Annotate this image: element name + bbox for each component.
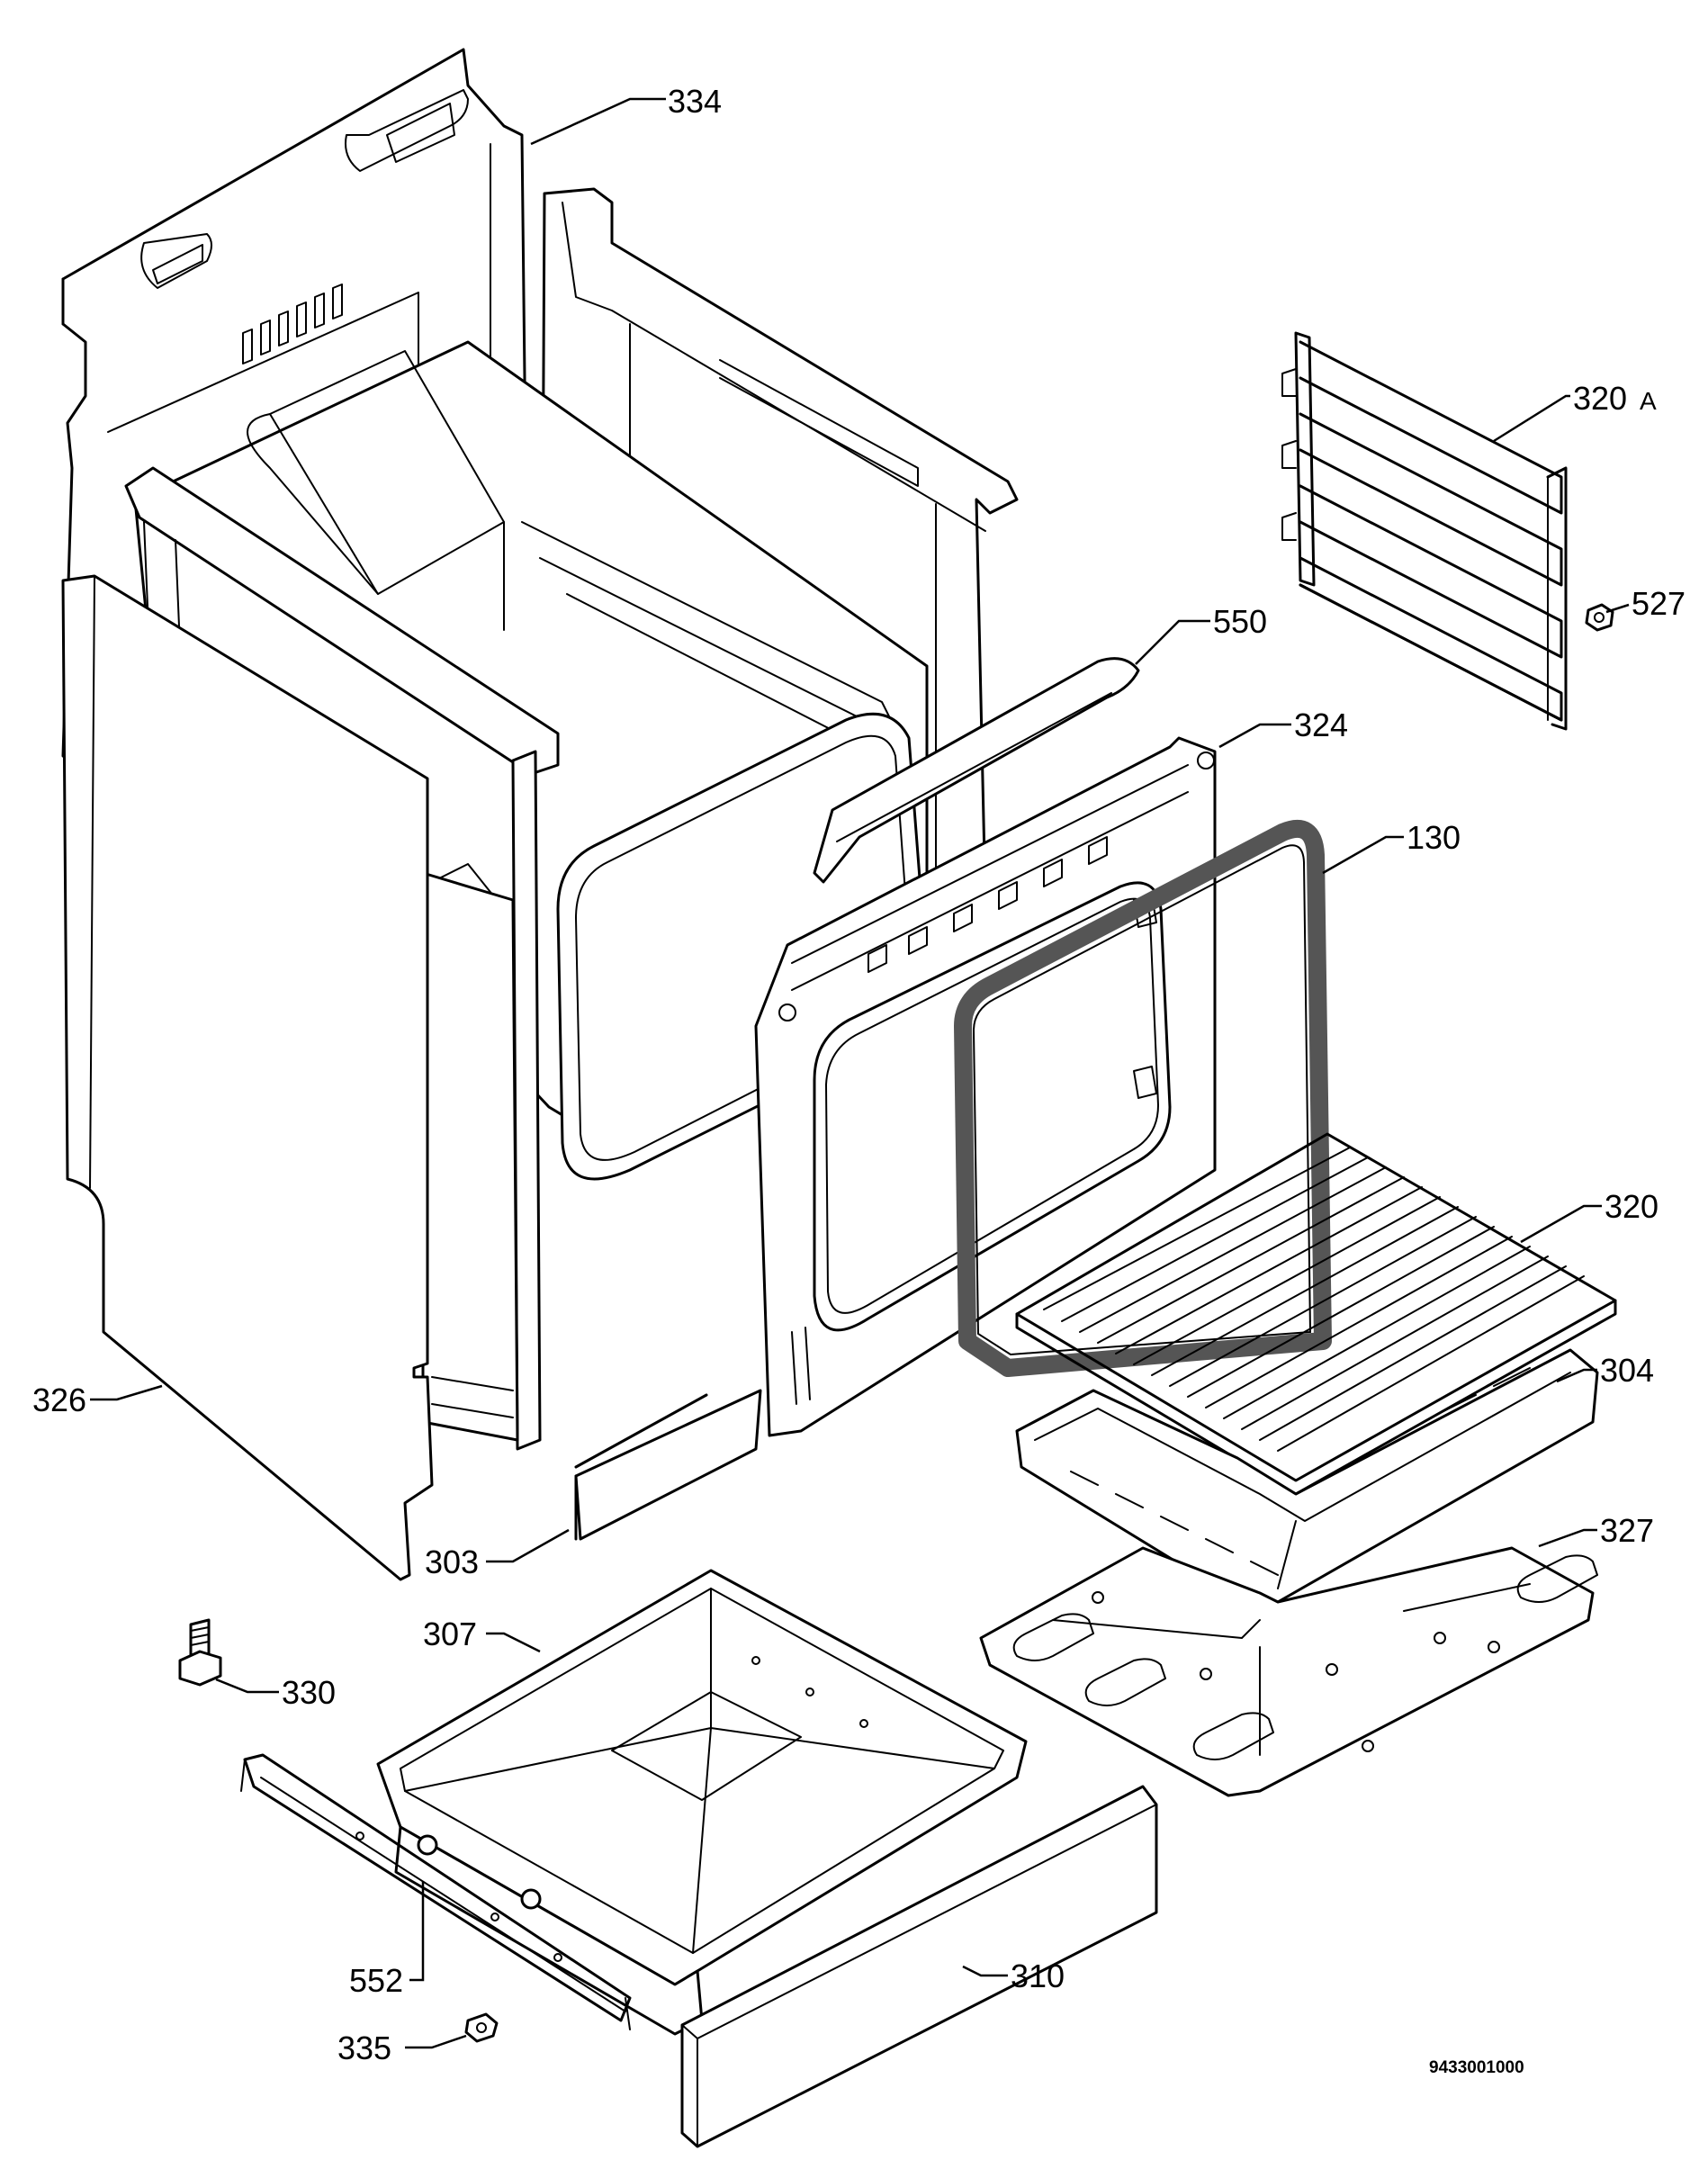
callout-310: 310 <box>1011 1958 1065 1994</box>
callout-307: 307 <box>423 1616 477 1652</box>
callout-326: 326 <box>32 1382 86 1418</box>
callout-320a: 320 <box>1573 380 1627 417</box>
drawer-runner-part <box>240 1753 632 2030</box>
callout-327: 327 <box>1600 1512 1654 1549</box>
callout-330: 330 <box>282 1674 336 1711</box>
leader-lines <box>90 97 1630 2049</box>
callout-130: 130 <box>1407 819 1461 856</box>
drawer-front-part <box>680 1785 1158 2148</box>
front-frame-part <box>754 736 1217 1437</box>
callout-324: 324 <box>1294 706 1348 743</box>
callout-334: 334 <box>668 83 722 120</box>
callout-550: 550 <box>1213 603 1267 640</box>
side-rack-part <box>1281 331 1568 731</box>
callout-320: 320 <box>1605 1188 1659 1225</box>
callout-320a-suffix: A <box>1640 387 1657 415</box>
callout-304: 304 <box>1600 1352 1654 1389</box>
side-panel-part <box>61 574 434 1581</box>
base-plate-part <box>979 1546 1598 1797</box>
deflector-part <box>813 657 1140 884</box>
callout-335: 335 <box>337 2030 391 2066</box>
callout-303: 303 <box>425 1544 479 1580</box>
nut-part-527 <box>1585 603 1614 632</box>
insulation-pad-part <box>574 1389 762 1541</box>
door-gasket-part <box>954 820 1332 1377</box>
document-number: 9433001000 <box>1429 2058 1524 2077</box>
callout-labels: 334 320 A 527 550 324 130 320 304 326 30… <box>32 83 1686 2077</box>
foot-screw-part <box>178 1618 222 1687</box>
screw-part-335 <box>464 2012 499 2043</box>
callout-527: 527 <box>1632 585 1686 622</box>
oven-cavity-part <box>124 187 1019 1451</box>
drawer-box-part <box>376 1569 1028 2036</box>
callout-552: 552 <box>349 1962 403 1999</box>
